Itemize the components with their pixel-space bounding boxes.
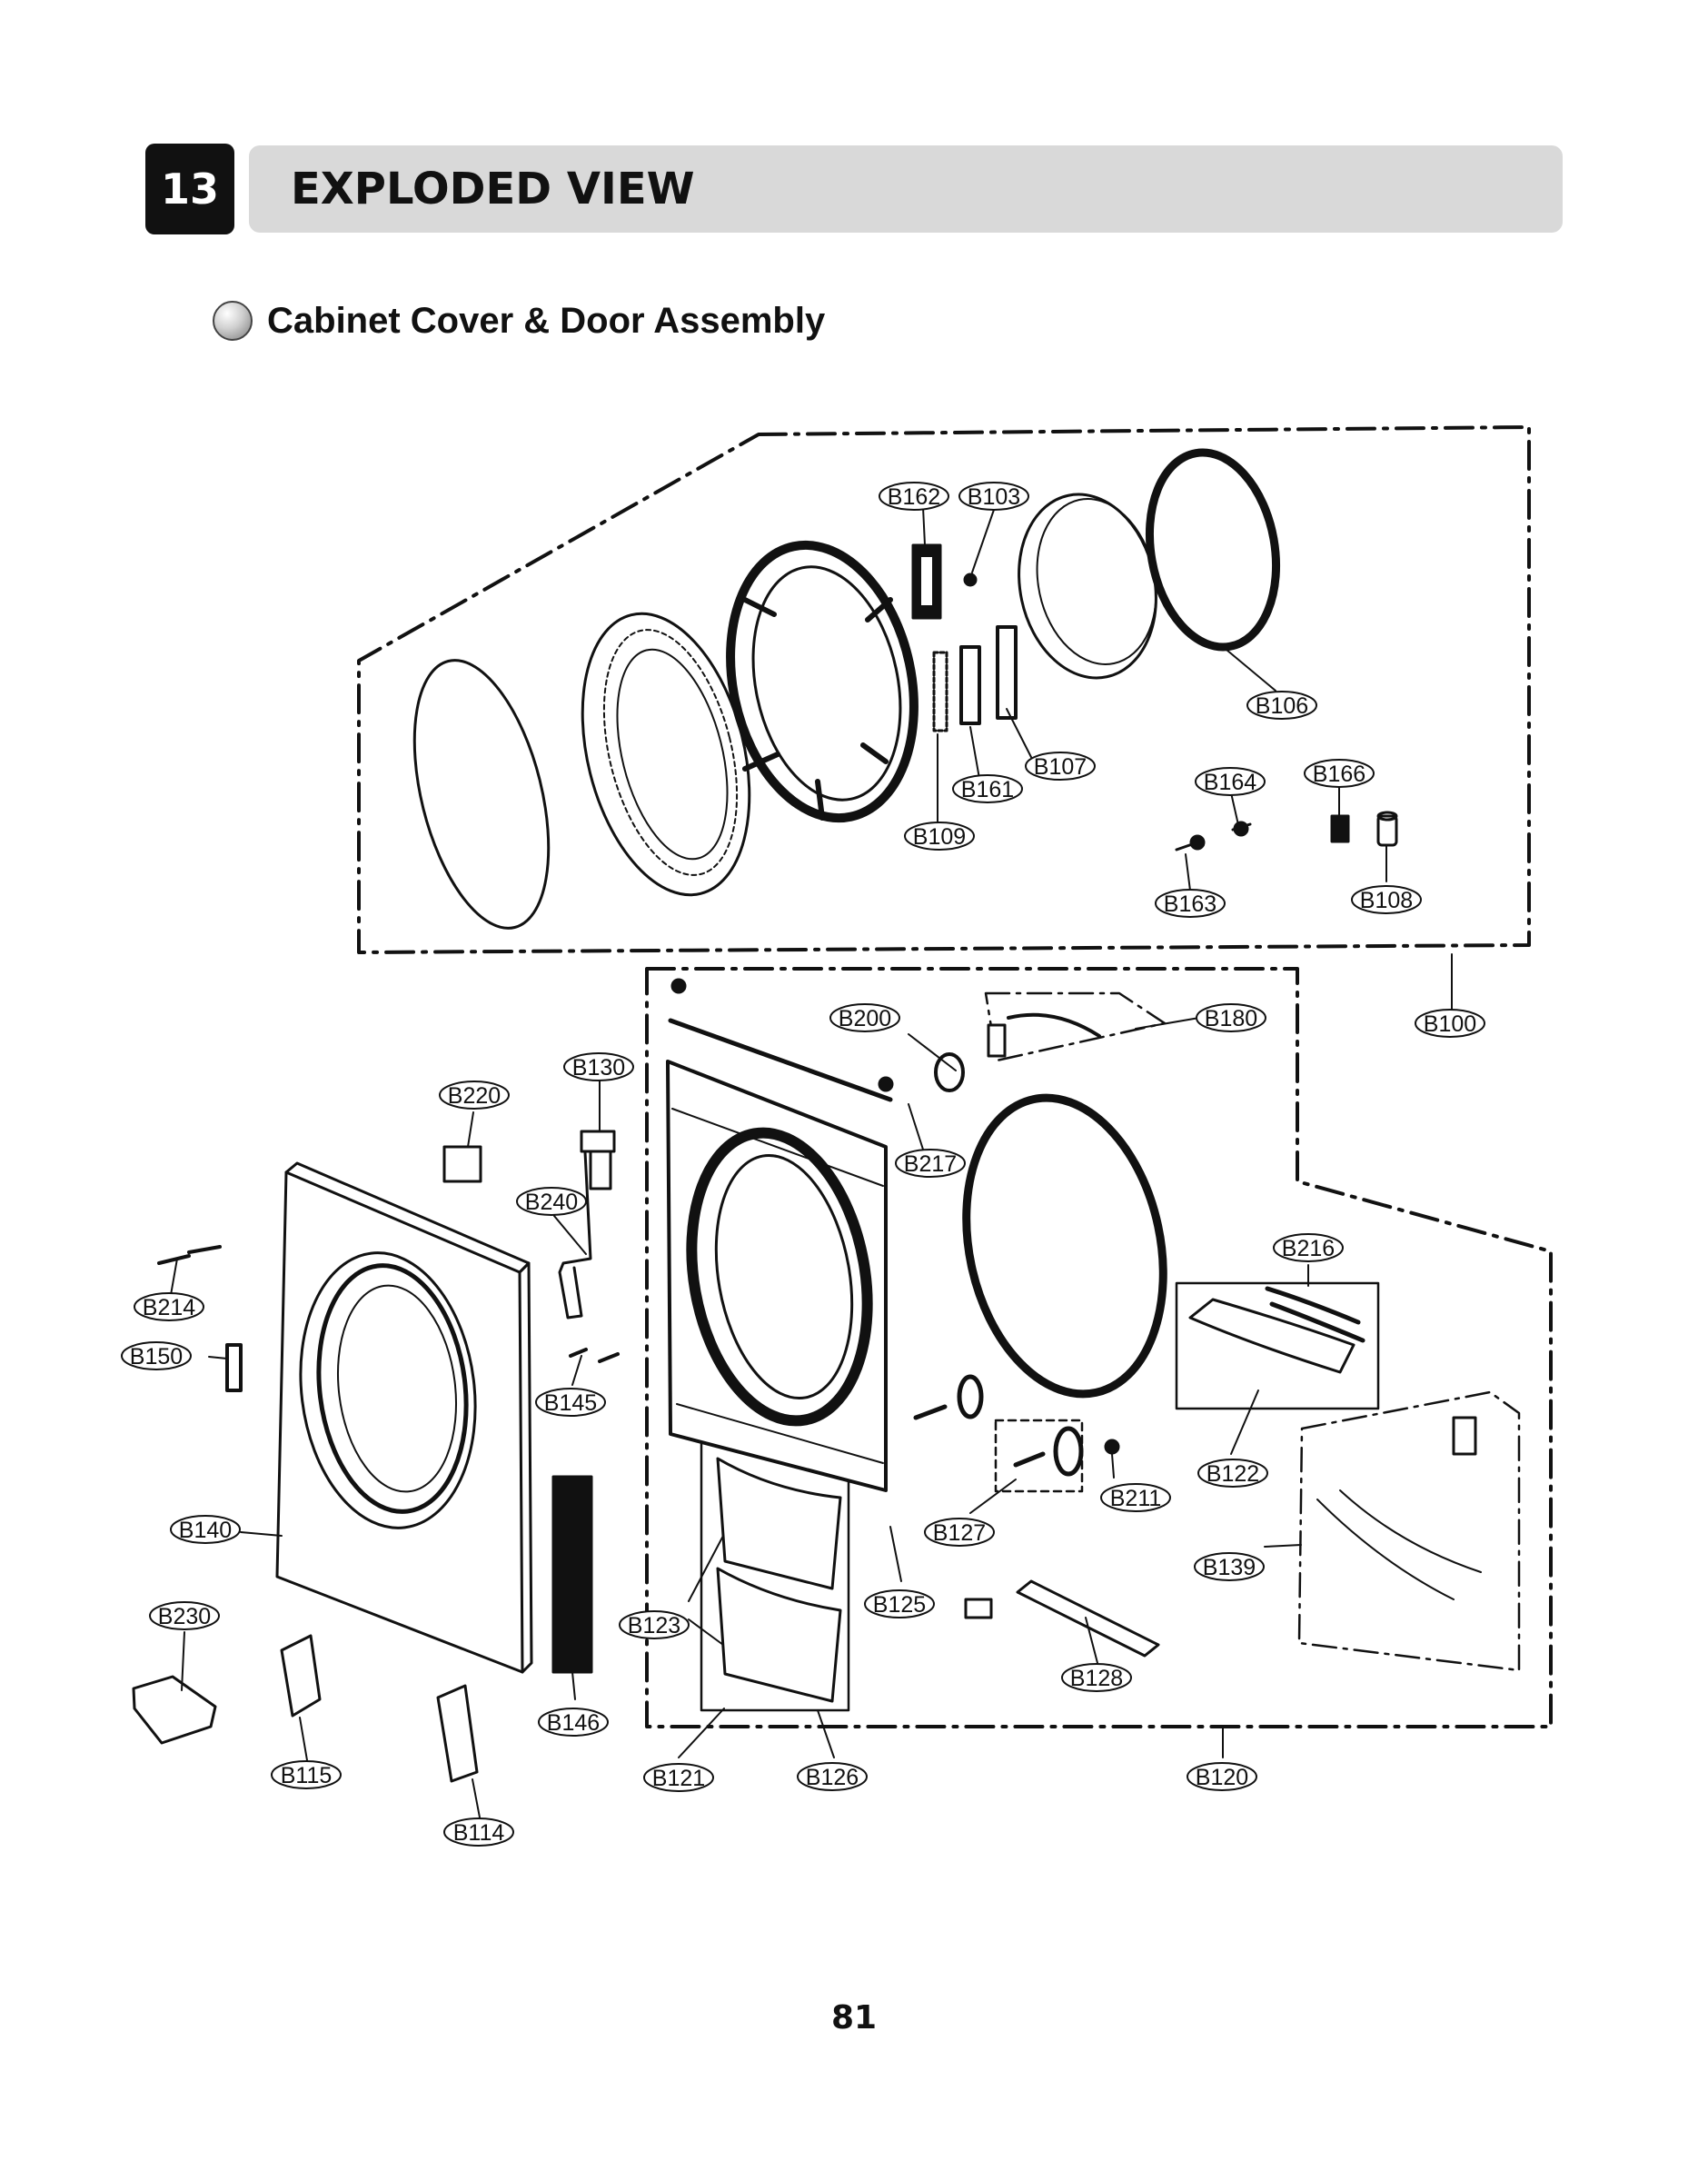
svg-text:B130: B130 xyxy=(572,1055,625,1081)
door-glass xyxy=(412,659,551,930)
callout-b107: B107 xyxy=(1025,752,1096,781)
callout-b164: B164 xyxy=(1195,767,1266,796)
section-header: 13 EXPLODED VIEW xyxy=(145,144,1563,234)
front-frame-assembly-outline xyxy=(645,967,1553,1728)
svg-text:B166: B166 xyxy=(1313,762,1365,787)
svg-text:B106: B106 xyxy=(1256,693,1308,719)
door-inner-frame xyxy=(726,540,919,823)
callout-b150: B150 xyxy=(121,1341,192,1370)
svg-text:B140: B140 xyxy=(179,1518,232,1543)
callout-b121: B121 xyxy=(643,1763,714,1792)
door-outer-frame xyxy=(581,612,751,897)
svg-text:B161: B161 xyxy=(961,777,1014,802)
callout-b140: B140 xyxy=(170,1515,241,1544)
callout-b200: B200 xyxy=(829,1003,900,1032)
svg-text:B230: B230 xyxy=(158,1604,211,1629)
door-ring-and-gasket xyxy=(1018,448,1281,680)
callout-b126: B126 xyxy=(797,1762,868,1791)
svg-text:B180: B180 xyxy=(1205,1006,1257,1031)
callout-b240: B240 xyxy=(516,1187,587,1216)
callout-b217: B217 xyxy=(895,1149,966,1178)
left-small-parts xyxy=(132,1130,620,1783)
svg-text:B220: B220 xyxy=(448,1083,501,1109)
callout-b220: B220 xyxy=(439,1081,510,1110)
svg-text:B214: B214 xyxy=(143,1295,195,1320)
callout-b216: B216 xyxy=(1273,1233,1344,1262)
callout-b163: B163 xyxy=(1155,889,1226,918)
callout-b162: B162 xyxy=(879,482,949,511)
svg-text:B240: B240 xyxy=(525,1190,578,1215)
drum-gasket xyxy=(962,1093,1167,1399)
front-frame-small-parts xyxy=(551,978,1160,1674)
section-title-bar: EXPLODED VIEW xyxy=(249,145,1563,233)
callout-b139: B139 xyxy=(1194,1552,1265,1581)
callout-b100: B100 xyxy=(1415,1009,1485,1038)
callout-b180: B180 xyxy=(1196,1003,1266,1032)
callout-b122: B122 xyxy=(1197,1459,1268,1488)
svg-text:B163: B163 xyxy=(1164,891,1216,917)
svg-text:B100: B100 xyxy=(1424,1011,1476,1037)
svg-text:B114: B114 xyxy=(453,1820,505,1846)
svg-text:B200: B200 xyxy=(839,1006,891,1031)
svg-text:B162: B162 xyxy=(888,484,940,510)
svg-text:B128: B128 xyxy=(1070,1666,1123,1691)
callout-b125: B125 xyxy=(864,1589,935,1618)
svg-text:B125: B125 xyxy=(873,1592,926,1618)
svg-text:B164: B164 xyxy=(1204,770,1256,795)
svg-text:B139: B139 xyxy=(1203,1555,1256,1580)
callout-b109: B109 xyxy=(904,822,975,851)
door-hinge-parts xyxy=(911,543,1018,732)
callout-b130: B130 xyxy=(563,1052,634,1081)
callout-b127: B127 xyxy=(924,1518,995,1547)
callout-b115: B115 xyxy=(271,1760,342,1789)
door-small-parts xyxy=(1175,811,1398,851)
callout-b145: B145 xyxy=(535,1388,606,1417)
bullet-icon xyxy=(213,301,253,341)
door-assembly-outline xyxy=(357,425,1531,954)
callout-b146: B146 xyxy=(538,1708,609,1737)
svg-text:B216: B216 xyxy=(1282,1236,1335,1261)
svg-text:B120: B120 xyxy=(1196,1765,1248,1790)
callout-b214: B214 xyxy=(134,1292,204,1321)
callout-b211: B211 xyxy=(1100,1483,1171,1512)
svg-text:B150: B150 xyxy=(130,1344,183,1369)
svg-text:B211: B211 xyxy=(1110,1486,1162,1511)
sub-heading: Cabinet Cover & Door Assembly xyxy=(213,298,825,344)
svg-text:B123: B123 xyxy=(628,1613,680,1638)
callout-b114: B114 xyxy=(443,1818,514,1847)
svg-text:B146: B146 xyxy=(547,1710,600,1736)
assembly-title: Cabinet Cover & Door Assembly xyxy=(267,300,826,341)
svg-text:B126: B126 xyxy=(806,1765,859,1790)
callout-labels: B162 B103 B106 B107 B161 B109 B164 B166 … xyxy=(121,482,1485,1847)
svg-text:B217: B217 xyxy=(904,1151,957,1177)
section-title: EXPLODED VIEW xyxy=(291,164,695,214)
cabinet-cover xyxy=(275,1161,533,1674)
front-frame xyxy=(666,1018,893,1492)
section-number: 13 xyxy=(145,144,234,234)
lint-duct-and-wire xyxy=(987,1012,1482,1600)
callout-b230: B230 xyxy=(149,1601,220,1630)
callout-b108: B108 xyxy=(1351,885,1422,914)
svg-text:B107: B107 xyxy=(1034,754,1087,780)
callout-b123: B123 xyxy=(619,1610,690,1639)
svg-text:B122: B122 xyxy=(1207,1461,1259,1487)
svg-text:B108: B108 xyxy=(1360,888,1413,913)
callout-b128: B128 xyxy=(1061,1663,1132,1692)
callout-b120: B120 xyxy=(1187,1762,1257,1791)
svg-text:B109: B109 xyxy=(913,824,966,850)
callout-b166: B166 xyxy=(1304,759,1375,788)
callout-b106: B106 xyxy=(1246,691,1317,720)
svg-text:B115: B115 xyxy=(281,1763,333,1788)
svg-text:B103: B103 xyxy=(968,484,1020,510)
callout-b161: B161 xyxy=(952,774,1023,803)
callout-b103: B103 xyxy=(958,482,1029,511)
svg-text:B145: B145 xyxy=(544,1390,597,1416)
filter-housing xyxy=(716,1457,842,1703)
page-number: 81 xyxy=(830,1999,878,2037)
svg-text:B127: B127 xyxy=(933,1520,986,1546)
svg-text:B121: B121 xyxy=(652,1766,705,1791)
